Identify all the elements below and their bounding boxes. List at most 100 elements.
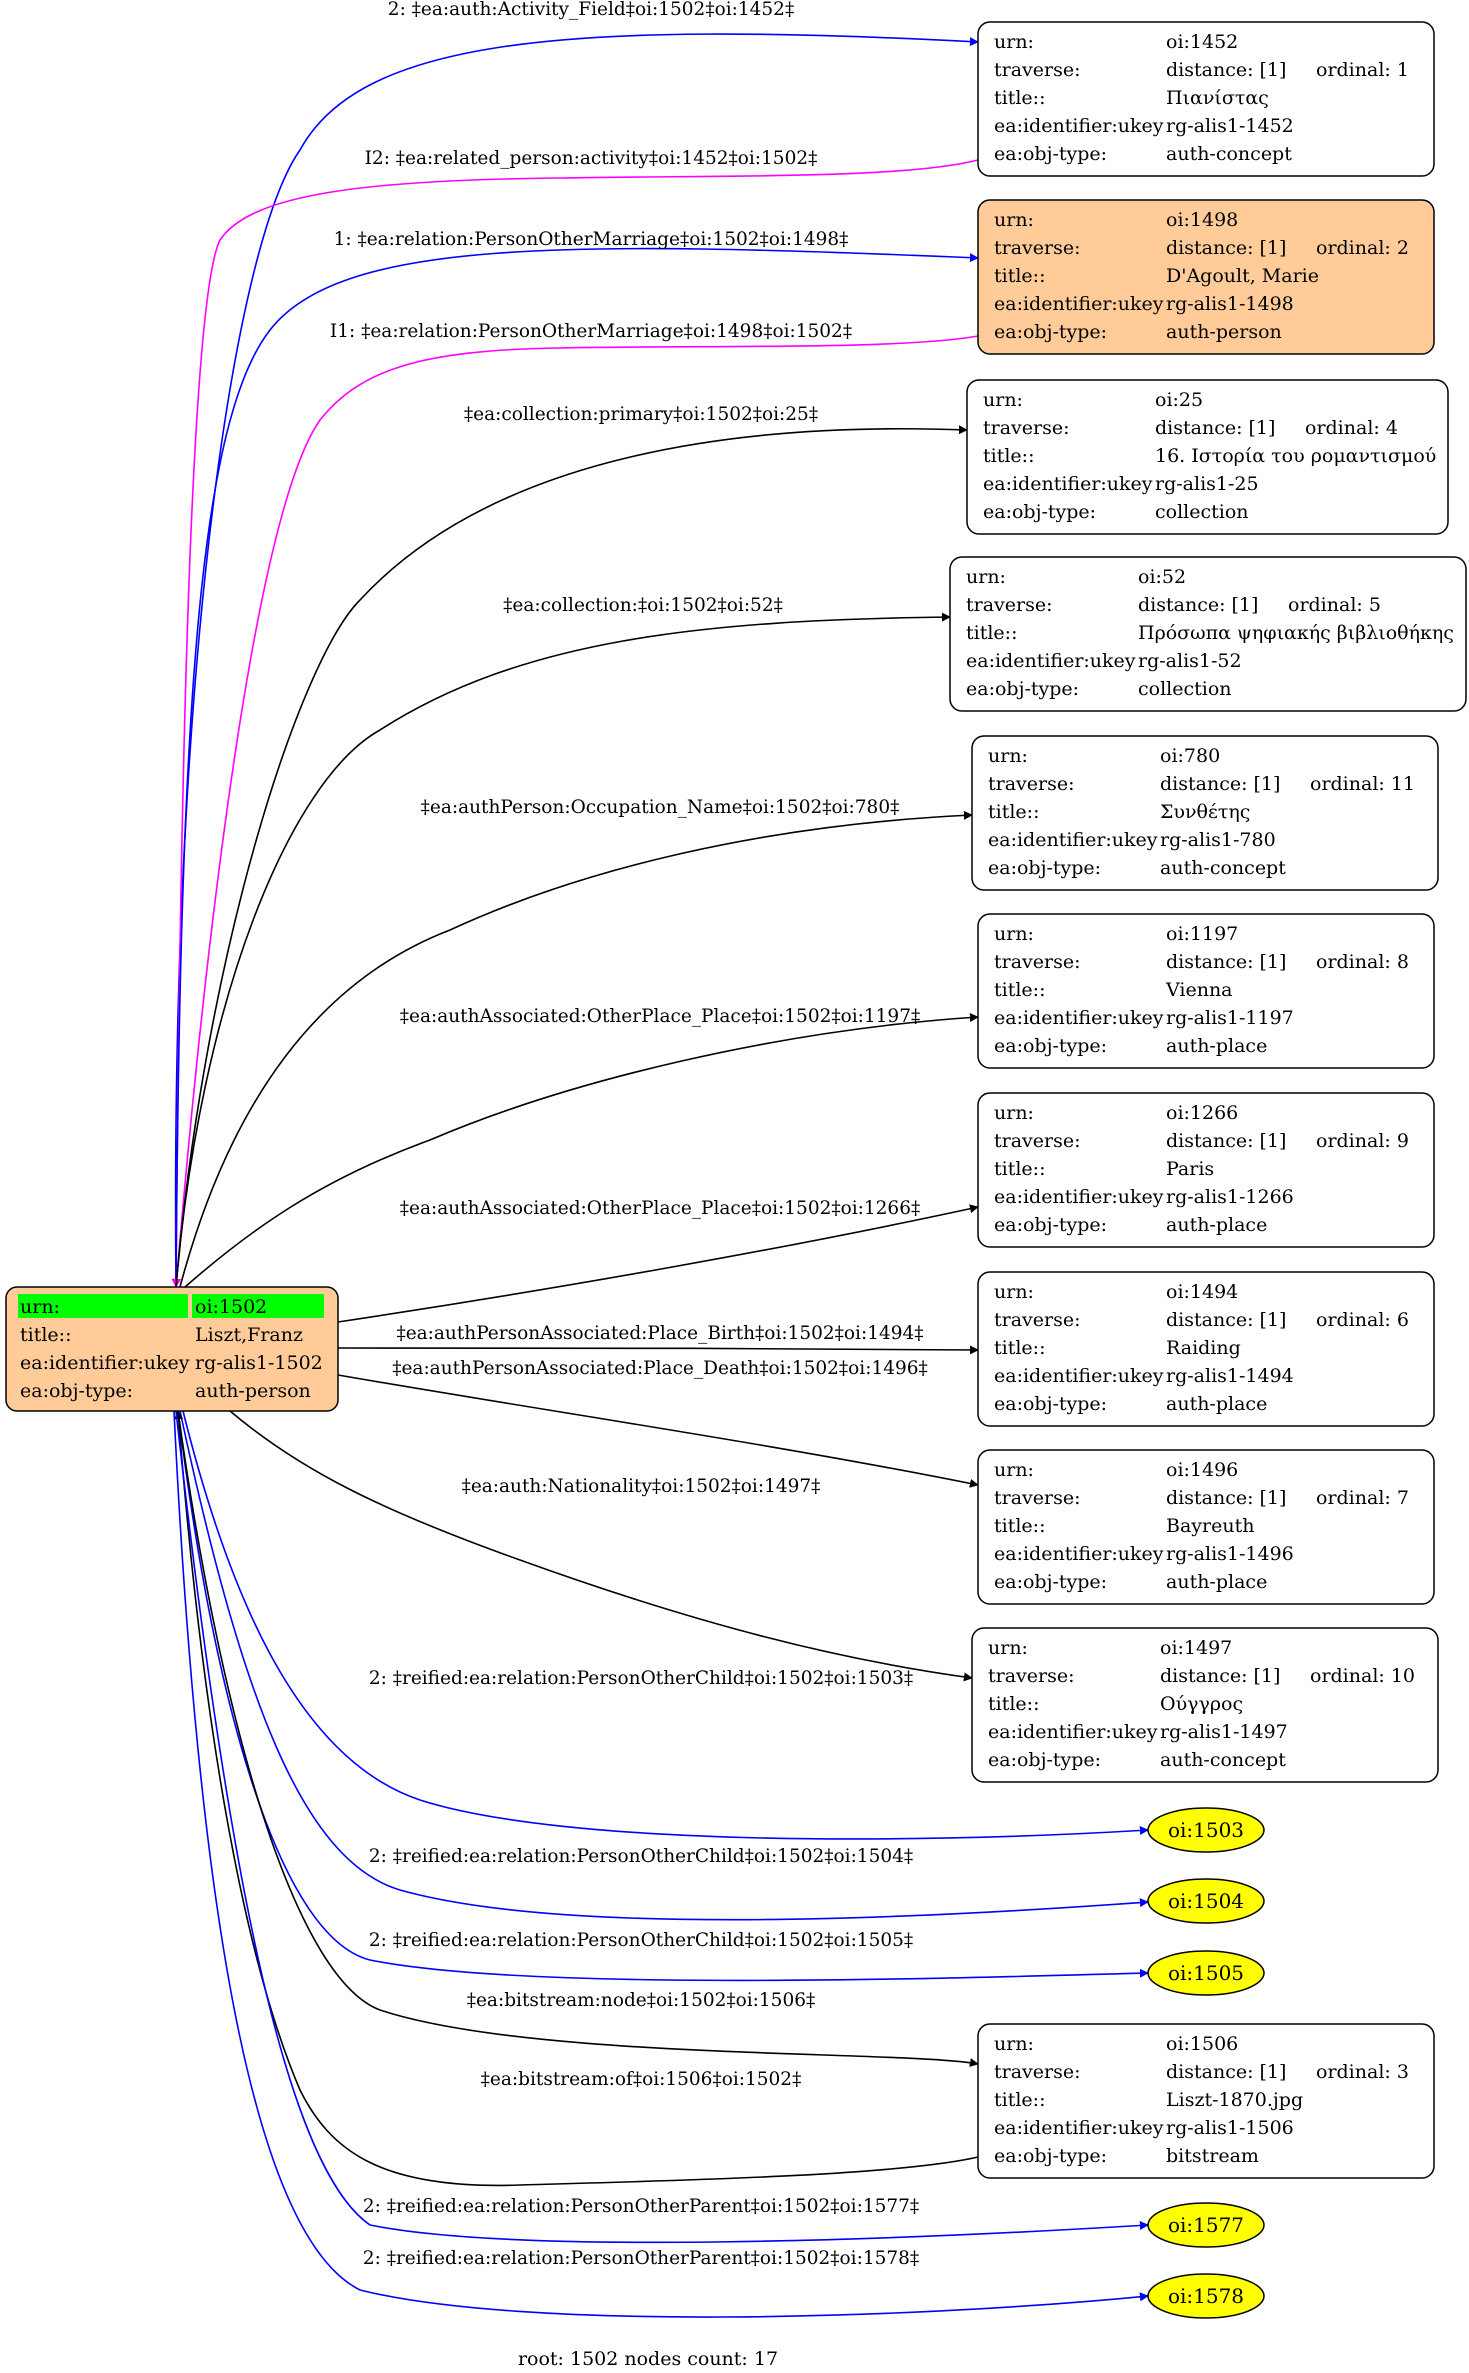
- field-value-objtype: auth-concept: [1160, 857, 1286, 879]
- field-label-objtype: ea:obj-type:: [994, 2145, 1107, 2167]
- edge-a3: [175, 247, 979, 1288]
- leaf-node-e1577[interactable]: oi:1577: [1147, 2202, 1265, 2248]
- root-ukey: rg-alis1-1502: [195, 1352, 323, 1374]
- field-label-title: title::: [988, 801, 1039, 823]
- field-label-traverse: traverse:: [983, 417, 1070, 439]
- edge-a1: [174, 33, 979, 1288]
- field-value-ukey: rg-alis1-1494: [1166, 1365, 1294, 1387]
- root-objtype: auth-person: [195, 1380, 311, 1402]
- field-value-objtype: collection: [1138, 678, 1232, 700]
- field-value-ordinal: ordinal: 1: [1316, 59, 1409, 81]
- edge-label: ‡ea:authPerson:Occupation_Name‡oi:1502‡o…: [421, 797, 900, 818]
- field-value-ukey: rg-alis1-1506: [1166, 2117, 1294, 2139]
- edge-label: ‡ea:authAssociated:OtherPlace_Place‡oi:1…: [400, 1198, 920, 1219]
- field-value-traverse: distance: [1]: [1166, 1309, 1286, 1331]
- record-node-box: [977, 199, 1435, 355]
- root-urn: oi:1502: [195, 1296, 267, 1318]
- leaf-node-ellipse: [1147, 2202, 1265, 2248]
- field-value-traverse: distance: [1]: [1155, 417, 1275, 439]
- edge-a14: [179, 1410, 1149, 1921]
- edge-label: ‡ea:authPersonAssociated:Place_Birth‡oi:…: [396, 1323, 923, 1344]
- field-value-ordinal: ordinal: 3: [1316, 2061, 1409, 2083]
- root-title: Liszt,Franz: [195, 1324, 303, 1346]
- field-value-traverse: distance: [1]: [1166, 1487, 1286, 1509]
- leaf-node-e1504[interactable]: oi:1504: [1147, 1878, 1265, 1924]
- field-label-objtype: ea:obj-type:: [994, 1214, 1107, 1236]
- field-label-urn: urn:: [994, 209, 1034, 231]
- field-value-title: 16. Ιστορία του ρομαντισμού: [1155, 445, 1436, 467]
- field-value-ordinal: ordinal: 10: [1310, 1665, 1415, 1687]
- field-label-ukey: ea:identifier:ukey: [988, 829, 1158, 851]
- field-label-traverse: traverse:: [994, 1309, 1081, 1331]
- edge-label: I1: ‡ea:relation:PersonOtherMarriage‡oi:…: [330, 321, 852, 342]
- record-node-box: [971, 735, 1439, 891]
- field-value-ordinal: ordinal: 2: [1316, 237, 1409, 259]
- field-label-urn: urn:: [994, 31, 1034, 53]
- record-node-box: [977, 1092, 1435, 1248]
- field-label-objtype: ea:obj-type:: [994, 1035, 1107, 1057]
- field-value-objtype: bitstream: [1166, 2145, 1259, 2167]
- edge-a12: [229, 1410, 973, 1682]
- field-value-objtype: auth-concept: [1166, 143, 1292, 165]
- edge-a10: [337, 1345, 979, 1355]
- field-value-objtype: auth-concept: [1160, 1749, 1286, 1771]
- edges: [171, 33, 1149, 2318]
- field-value-traverse: distance: [1]: [1160, 773, 1280, 795]
- edge-label: 2: ‡reified:ea:relation:PersonOtherParen…: [363, 2248, 919, 2269]
- field-value-urn: oi:1506: [1166, 2033, 1238, 2055]
- edge-a11: [337, 1374, 979, 1488]
- field-label-objtype: ea:obj-type:: [994, 1393, 1107, 1415]
- field-label-objtype: ea:obj-type:: [994, 1571, 1107, 1593]
- field-value-traverse: distance: [1]: [1166, 951, 1286, 973]
- edge-label: 2: ‡reified:ea:relation:PersonOtherChild…: [369, 1846, 913, 1867]
- field-value-urn: oi:25: [1155, 389, 1203, 411]
- edge-label: 2: ‡reified:ea:relation:PersonOtherChild…: [369, 1930, 913, 1951]
- field-label-traverse: traverse:: [994, 59, 1081, 81]
- field-value-title: D'Agoult, Marie: [1166, 265, 1319, 287]
- root-node[interactable]: urn: oi:1502 title:: Liszt,Franz ea:iden…: [5, 1286, 339, 1412]
- leaf-node-label: oi:1505: [1168, 1961, 1244, 1985]
- field-value-ordinal: ordinal: 4: [1305, 417, 1398, 439]
- field-label-urn: urn:: [966, 566, 1006, 588]
- field-value-title: Συνθέτης: [1160, 801, 1250, 823]
- leaf-node-label: oi:1578: [1168, 2284, 1244, 2308]
- field-label-ukey: ea:identifier:ukey: [994, 1007, 1164, 1029]
- leaf-node-label: oi:1577: [1168, 2213, 1244, 2237]
- leaf-nodes: oi:1503 oi:1504 oi:1505 oi:1577 oi:1578: [1147, 1807, 1265, 2319]
- field-value-urn: oi:780: [1160, 745, 1220, 767]
- field-value-title: Πρόσωπα ψηφιακής βιβλιοθήκης: [1138, 622, 1454, 644]
- leaf-node-ellipse: [1147, 2273, 1265, 2319]
- field-value-objtype: collection: [1155, 501, 1249, 523]
- field-value-ukey: rg-alis1-1197: [1166, 1007, 1294, 1029]
- leaf-node-e1578[interactable]: oi:1578: [1147, 2273, 1265, 2319]
- field-value-ordinal: ordinal: 8: [1316, 951, 1409, 973]
- field-value-urn: oi:1498: [1166, 209, 1238, 231]
- field-label-ukey: ea:identifier:ukey: [994, 293, 1164, 315]
- field-value-title: Liszt-1870.jpg: [1166, 2089, 1303, 2111]
- field-label-urn: urn:: [994, 1102, 1034, 1124]
- field-label-title: title::: [994, 2089, 1045, 2111]
- edge-a15: [177, 1410, 1149, 1982]
- field-value-ukey: rg-alis1-1452: [1166, 115, 1294, 137]
- graph-footer: root: 1502 nodes count: 17: [518, 2348, 778, 2370]
- edge-label: 2: ‡ea:auth:Activity_Field‡oi:1502‡oi:14…: [388, 0, 794, 20]
- field-label-objtype: ea:obj-type:: [988, 1749, 1101, 1771]
- edge-label: I2: ‡ea:related_person:activity‡oi:1452‡…: [365, 148, 818, 169]
- field-value-ordinal: ordinal: 11: [1310, 773, 1415, 795]
- record-node-box: [966, 379, 1449, 535]
- leaf-node-e1505[interactable]: oi:1505: [1147, 1950, 1265, 1996]
- leaf-node-e1503[interactable]: oi:1503: [1147, 1807, 1265, 1853]
- field-label-title: title::: [994, 979, 1045, 1001]
- field-label-urn: urn:: [983, 389, 1023, 411]
